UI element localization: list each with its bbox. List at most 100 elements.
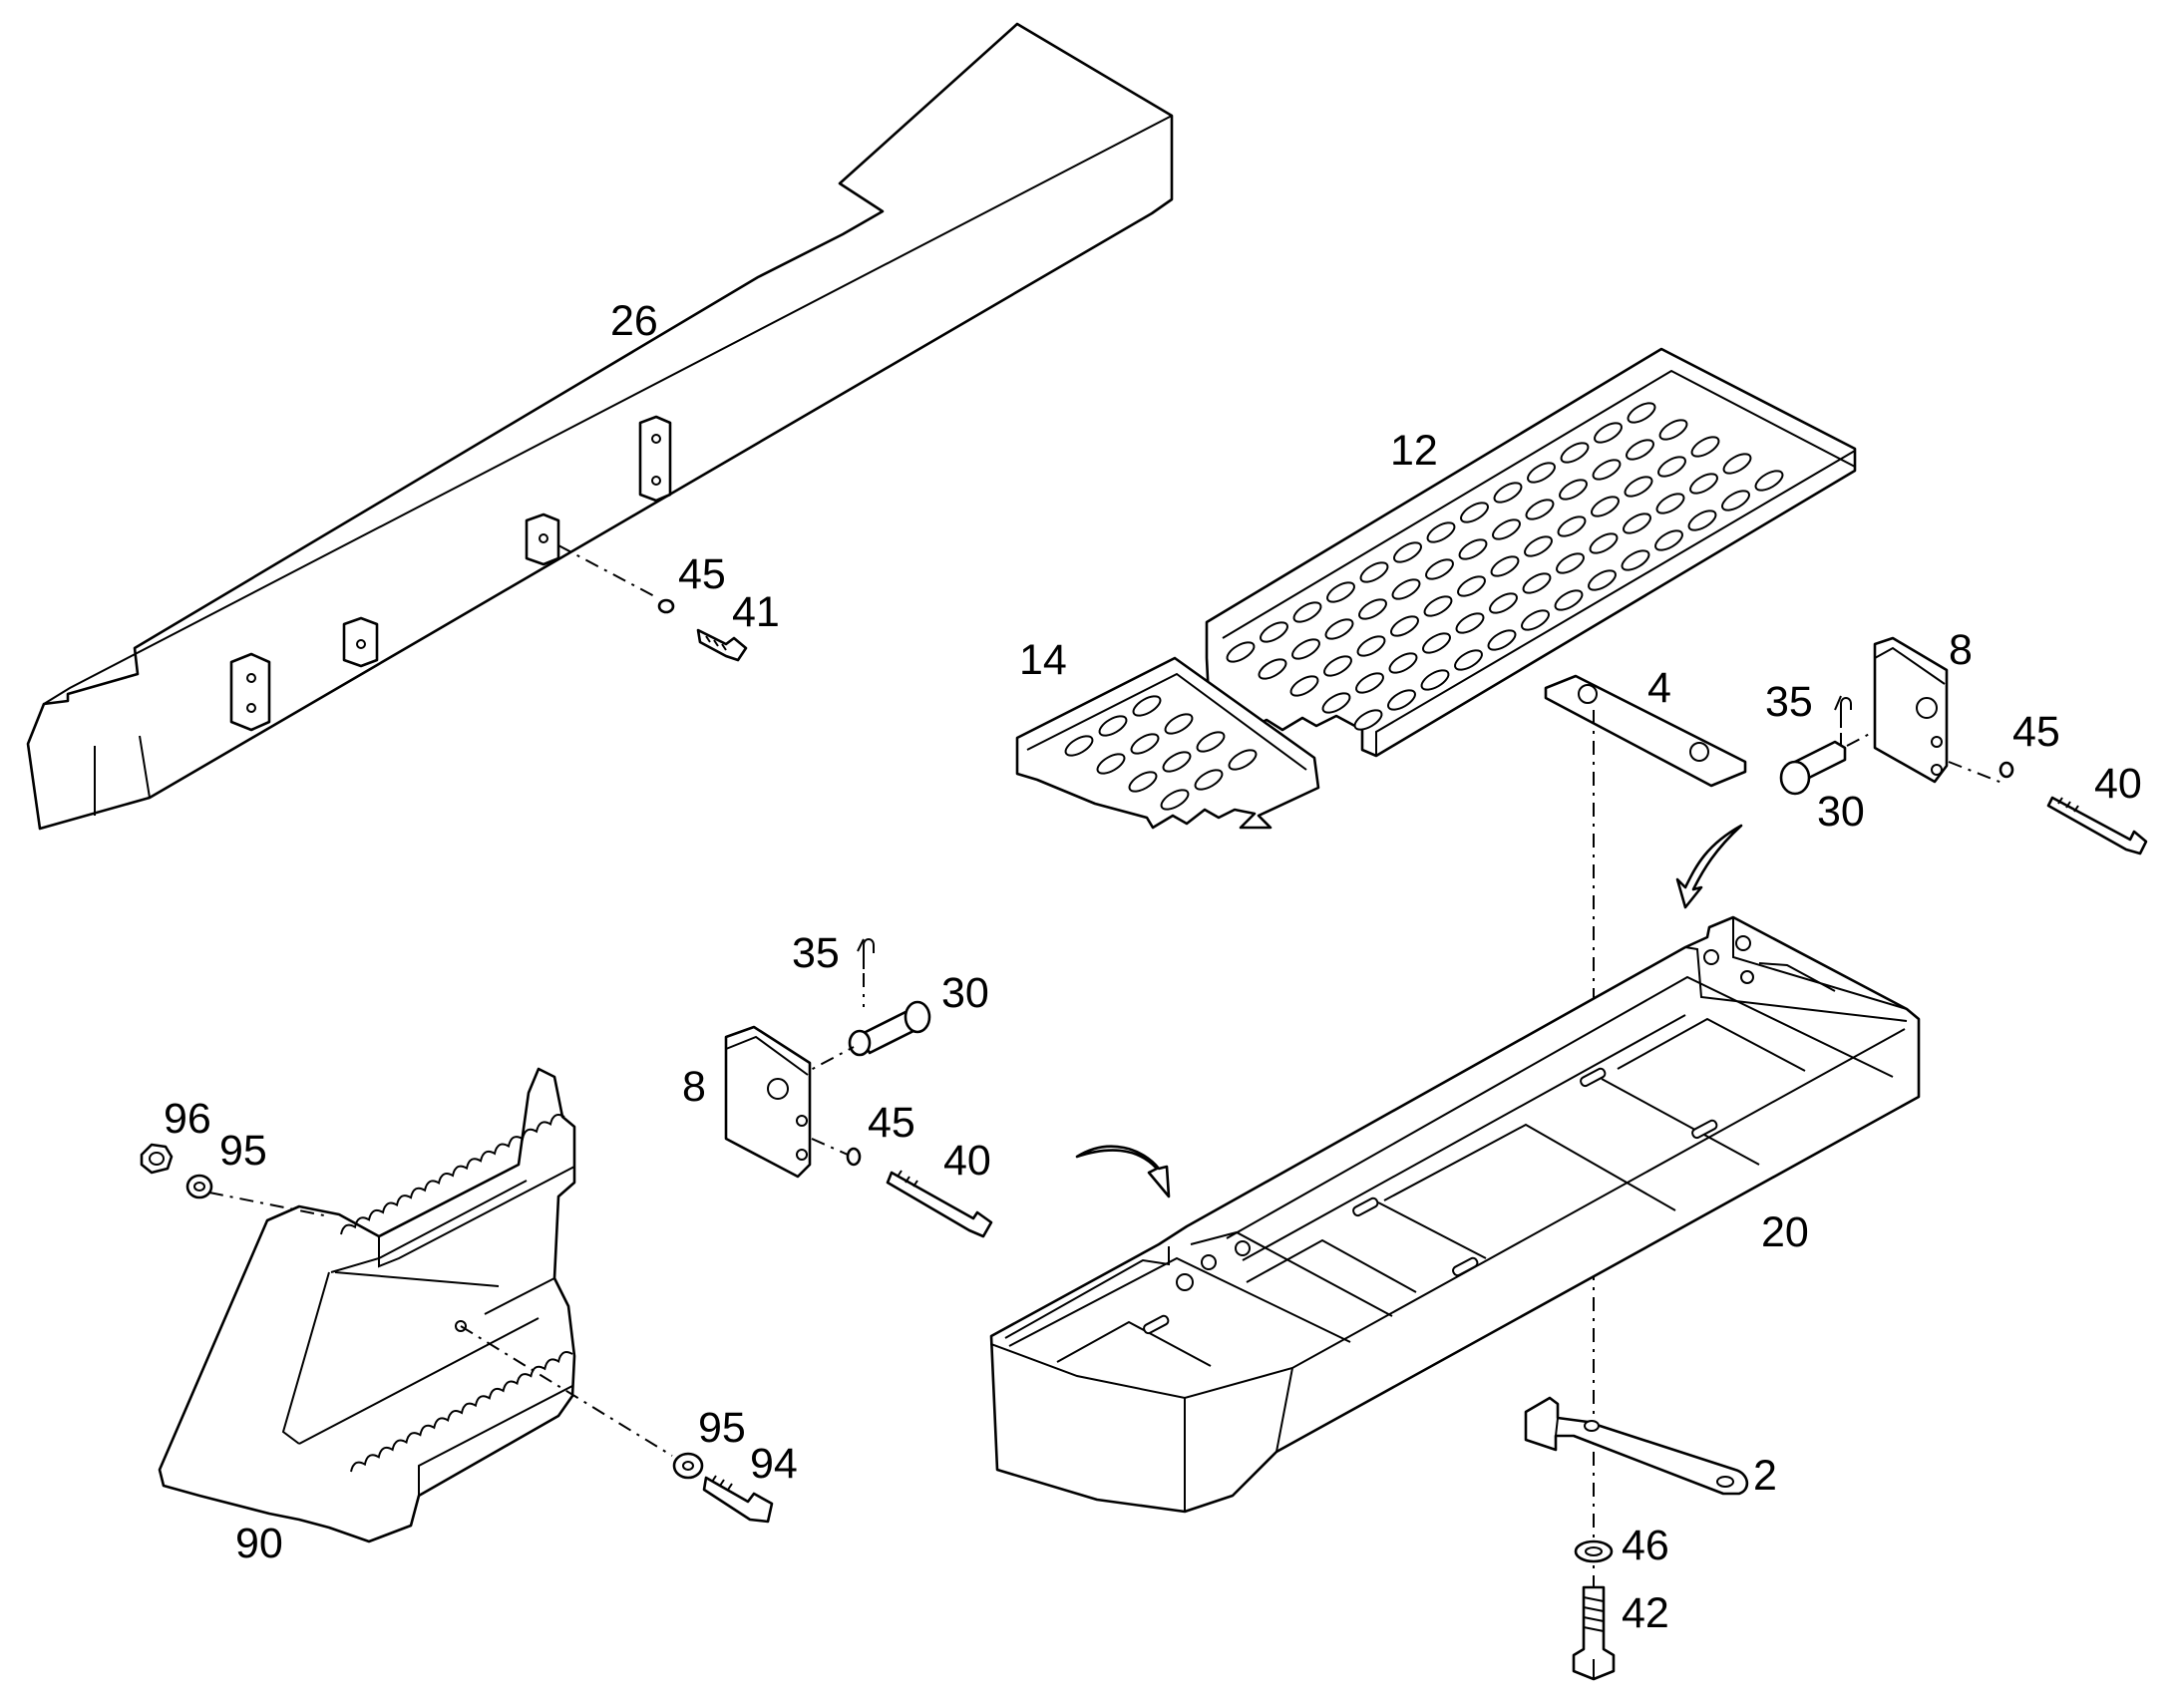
perforation-hole (1160, 789, 1190, 811)
perforation-hole (1291, 638, 1320, 660)
perforation-hole (1323, 655, 1352, 677)
hitch-pin-part-35-mid (857, 938, 875, 969)
tread-plate-part-12 (1205, 347, 1857, 758)
bracket-part-8-mid (724, 1025, 812, 1179)
perforation-hole (1422, 632, 1451, 654)
callout-12: 12 (1390, 427, 1438, 475)
perforation-hole (1356, 635, 1386, 657)
perforation-hole (1687, 510, 1717, 531)
clevis-pin-part-30-right (1779, 740, 1847, 796)
perforation-hole (1527, 462, 1556, 484)
callout-35-mid: 35 (792, 929, 840, 977)
tread-plate-part-14 (1015, 656, 1320, 830)
perforation-hole (1194, 769, 1224, 791)
perforation-hole (1626, 439, 1654, 461)
direction-arrow (1675, 824, 1743, 909)
tread-plate-12-holes (1226, 402, 1784, 731)
perforation-hole (1226, 641, 1256, 663)
perforation-hole (1388, 652, 1418, 674)
perforation-hole (1128, 771, 1158, 793)
step-ladder-part-90 (158, 1067, 576, 1543)
perforation-hole (1196, 731, 1226, 753)
callout-2: 2 (1753, 1452, 1777, 1500)
perforation-hole (1754, 470, 1784, 492)
perforation-hole (1621, 549, 1650, 571)
perforation-hole (1658, 419, 1688, 441)
side-rail-part-26 (26, 22, 1174, 831)
perforation-hole (1289, 675, 1319, 697)
callout-30-right: 30 (1817, 788, 1865, 836)
direction-arrow (1075, 1145, 1171, 1198)
callout-26: 26 (610, 297, 658, 345)
perforation-hole (1420, 669, 1450, 691)
perforation-hole (1525, 499, 1555, 520)
step-box-part-20 (989, 915, 1921, 1514)
clevis-pin-part-30-mid (848, 1000, 931, 1057)
callout-95-bottom: 95 (698, 1404, 746, 1452)
washer-part-45 (657, 598, 675, 614)
perforation-hole (1690, 436, 1720, 458)
perforation-hole (1623, 512, 1651, 534)
bolt-part-41 (696, 628, 748, 662)
perforation-hole (1425, 558, 1454, 580)
perforation-hole (1524, 535, 1553, 557)
perforation-hole (1358, 598, 1387, 620)
callout-45-mid: 45 (868, 1099, 915, 1147)
perforation-hole (1689, 473, 1718, 495)
perforation-hole (1588, 569, 1617, 591)
perforation-hole (1455, 612, 1485, 634)
callout-45-right: 45 (2012, 708, 2060, 756)
rail-lug (342, 616, 379, 668)
perforation-hole (1560, 442, 1590, 464)
perforation-hole (1492, 518, 1521, 540)
callout-96: 96 (164, 1095, 211, 1143)
callout-90: 90 (235, 1520, 283, 1567)
callout-40-right: 40 (2094, 760, 2142, 808)
callout-94: 94 (750, 1440, 798, 1488)
perforation-hole (1355, 672, 1384, 694)
perforation-hole (1391, 578, 1421, 600)
rail-lug (638, 415, 672, 503)
callout-42: 42 (1622, 1589, 1669, 1637)
callout-30-mid: 30 (941, 969, 989, 1017)
washer-part-95-bottom (672, 1452, 704, 1480)
callout-45-top: 45 (678, 550, 726, 598)
perforation-hole (1353, 709, 1383, 731)
perforation-hole (1721, 490, 1750, 512)
perforation-hole (1655, 493, 1685, 514)
perforation-hole (1390, 615, 1419, 637)
rail-lug (525, 512, 560, 566)
perforation-hole (1393, 541, 1422, 563)
perforation-hole (1722, 453, 1752, 475)
perforation-hole (1130, 733, 1160, 755)
tread-plate-14-holes (1064, 695, 1258, 811)
perforation-hole (1654, 529, 1683, 551)
hitch-pin-part-35-right (1834, 695, 1852, 728)
bolt-part-40-mid (886, 1170, 993, 1238)
perforation-hole (1423, 595, 1453, 617)
perforation-hole (1324, 618, 1354, 640)
perforation-hole (1490, 555, 1520, 577)
callout-14: 14 (1019, 636, 1067, 684)
perforation-hole (1594, 422, 1623, 444)
washer-part-95-top (185, 1174, 213, 1199)
perforation-hole (1458, 538, 1488, 560)
perforation-hole (1228, 749, 1258, 771)
bracket-part-8-right (1873, 636, 1949, 784)
perforation-hole (1554, 589, 1584, 611)
callout-35-right: 35 (1765, 678, 1813, 726)
perforation-hole (1064, 735, 1094, 757)
callout-40-mid: 40 (943, 1137, 991, 1185)
nut-part-96 (140, 1143, 174, 1175)
perforation-hole (1096, 753, 1126, 775)
perforation-hole (1557, 515, 1587, 537)
perforation-hole (1326, 581, 1355, 603)
perforation-hole (1627, 402, 1656, 424)
washer-part-45-right (1998, 761, 2014, 779)
callout-46: 46 (1622, 1522, 1669, 1569)
perforation-hole (1624, 476, 1653, 498)
perforation-hole (1657, 456, 1686, 478)
washer-part-46 (1574, 1539, 1614, 1563)
bolt-part-94 (702, 1475, 774, 1524)
perforation-hole (1387, 689, 1416, 711)
